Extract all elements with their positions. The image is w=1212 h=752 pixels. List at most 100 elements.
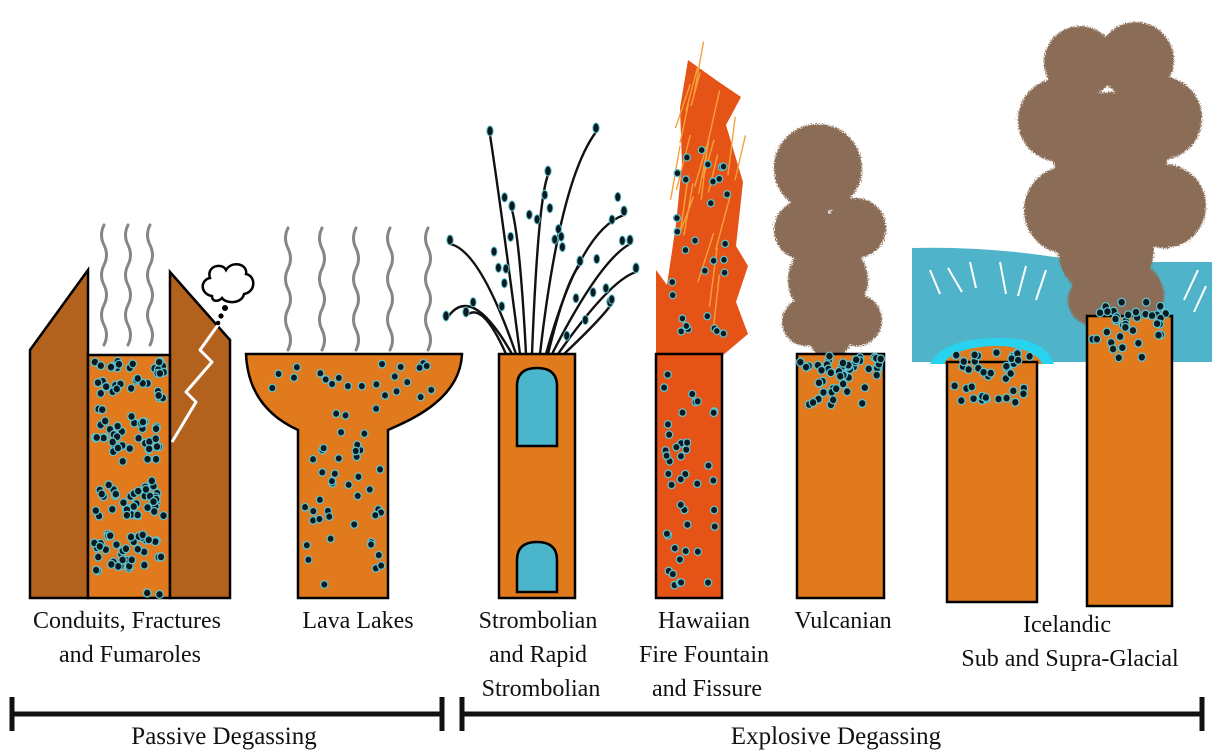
range-label: Passive Degassing bbox=[131, 723, 317, 750]
ejecta-clast bbox=[526, 210, 532, 219]
gas-bubble bbox=[957, 397, 965, 405]
gas-bubble bbox=[710, 477, 717, 485]
gas-bubble bbox=[135, 434, 143, 442]
ejecta-clast bbox=[503, 264, 509, 273]
gas-bubble bbox=[327, 535, 334, 543]
gas-bubble bbox=[839, 380, 847, 388]
gas-bubble bbox=[275, 370, 282, 378]
label-line: and Rapid bbox=[489, 642, 587, 668]
label-line: Conduits, Fractures bbox=[33, 608, 221, 634]
ejecta-clast bbox=[603, 284, 609, 293]
gas-bubble bbox=[128, 412, 136, 420]
steam-wisp bbox=[426, 228, 431, 350]
gas-bubble bbox=[331, 470, 338, 478]
gas-bubble bbox=[677, 452, 684, 460]
gas-bubble bbox=[92, 566, 100, 574]
gas-bubble bbox=[668, 481, 675, 489]
ejecta-clast bbox=[545, 166, 551, 176]
gas-bubble bbox=[704, 313, 711, 320]
gas-bubble bbox=[674, 214, 681, 221]
gas-bubble bbox=[1026, 352, 1034, 360]
label-line: and Fumaroles bbox=[59, 642, 201, 668]
gas-bubble bbox=[1135, 339, 1143, 347]
gas-bubble bbox=[952, 351, 960, 359]
gas-bubble bbox=[666, 431, 673, 439]
gas-bubble bbox=[951, 382, 959, 390]
gas-bubble bbox=[858, 399, 866, 407]
ejecta-clast bbox=[619, 236, 625, 245]
gas-bubble bbox=[301, 503, 308, 511]
gas-bubble bbox=[665, 470, 672, 478]
gas-bubble bbox=[861, 384, 869, 392]
gas-bubble bbox=[1156, 302, 1164, 310]
gas-bubble bbox=[1011, 398, 1019, 406]
gas-bubble bbox=[335, 374, 342, 382]
gas-bubble bbox=[128, 556, 136, 564]
gas-bubble bbox=[152, 425, 160, 433]
gas-bubble bbox=[145, 445, 153, 453]
gas-bubble bbox=[366, 486, 373, 494]
gas-bubble bbox=[108, 560, 116, 568]
steam-wisp bbox=[102, 225, 107, 345]
gas-bubble bbox=[710, 409, 717, 417]
label-vulcanian: Vulcanian bbox=[794, 608, 891, 634]
ejecta-trajectory bbox=[450, 244, 516, 354]
ejecta-clast bbox=[559, 242, 565, 251]
gas-bubble bbox=[109, 505, 117, 513]
gas-bubble bbox=[705, 462, 712, 470]
gas-bubble bbox=[971, 351, 979, 359]
gas-bubble bbox=[305, 556, 312, 564]
gas-bubble bbox=[694, 398, 701, 406]
gas-bubble bbox=[663, 530, 670, 538]
ejecta-clast bbox=[499, 302, 505, 311]
gas-bubble bbox=[677, 579, 684, 587]
gas-bubble bbox=[970, 395, 978, 403]
gas-bubble bbox=[358, 382, 365, 390]
gas-bubble bbox=[982, 394, 990, 402]
gas-bubble bbox=[716, 175, 723, 182]
gas-bubble bbox=[818, 366, 826, 374]
steam-wisp bbox=[354, 228, 359, 350]
gas-bubble bbox=[393, 388, 400, 396]
passive-degassing-range: Passive Degassing bbox=[12, 697, 442, 750]
label-line: Hawaiian bbox=[658, 608, 750, 634]
gas-bubble bbox=[157, 553, 165, 561]
gas-bubble bbox=[269, 384, 276, 392]
ejecta-trajectory bbox=[532, 175, 548, 354]
ejecta-clast bbox=[508, 232, 514, 241]
gas-bubble bbox=[127, 533, 135, 541]
gas-bubble bbox=[344, 382, 351, 390]
gas-bubble bbox=[345, 481, 352, 489]
gas-bubble bbox=[820, 388, 828, 396]
ejecta-clast bbox=[509, 201, 515, 211]
lava-fountain bbox=[656, 60, 748, 356]
gas-bubble bbox=[310, 507, 317, 515]
gas-bubble bbox=[836, 372, 844, 380]
gas-bubble bbox=[328, 380, 335, 388]
gas-bubble bbox=[367, 541, 374, 549]
gas-bubble bbox=[1020, 390, 1028, 398]
label-strombolian: Strombolian and Rapid Strombolian bbox=[479, 608, 604, 702]
gas-bubble bbox=[720, 330, 727, 337]
gas-bubble bbox=[381, 392, 388, 400]
gas-bubble bbox=[316, 515, 323, 523]
gas-bubble bbox=[1115, 354, 1123, 362]
gas-bubble bbox=[160, 512, 168, 520]
gas-bubble bbox=[724, 191, 731, 198]
ejecta-clast bbox=[547, 204, 553, 213]
icelandic-illustration bbox=[912, 22, 1212, 606]
gas-bubble bbox=[664, 371, 671, 379]
ejecta-clast bbox=[502, 193, 508, 202]
ejecta-clast bbox=[590, 288, 596, 297]
ejecta-clast bbox=[491, 247, 497, 256]
gas-bubble bbox=[689, 390, 696, 398]
gas-bubble bbox=[1142, 298, 1150, 306]
ejecta-clast bbox=[577, 256, 583, 266]
gas-bubble bbox=[319, 469, 326, 477]
ejecta-clast bbox=[447, 235, 453, 245]
ejecta-clast bbox=[463, 307, 469, 317]
supra-glacial-conduit bbox=[1087, 316, 1172, 606]
gas-bubble bbox=[93, 434, 101, 442]
label-icelandic: Icelandic Sub and Supra-Glacial bbox=[961, 612, 1179, 672]
gas-bubble bbox=[682, 176, 689, 183]
